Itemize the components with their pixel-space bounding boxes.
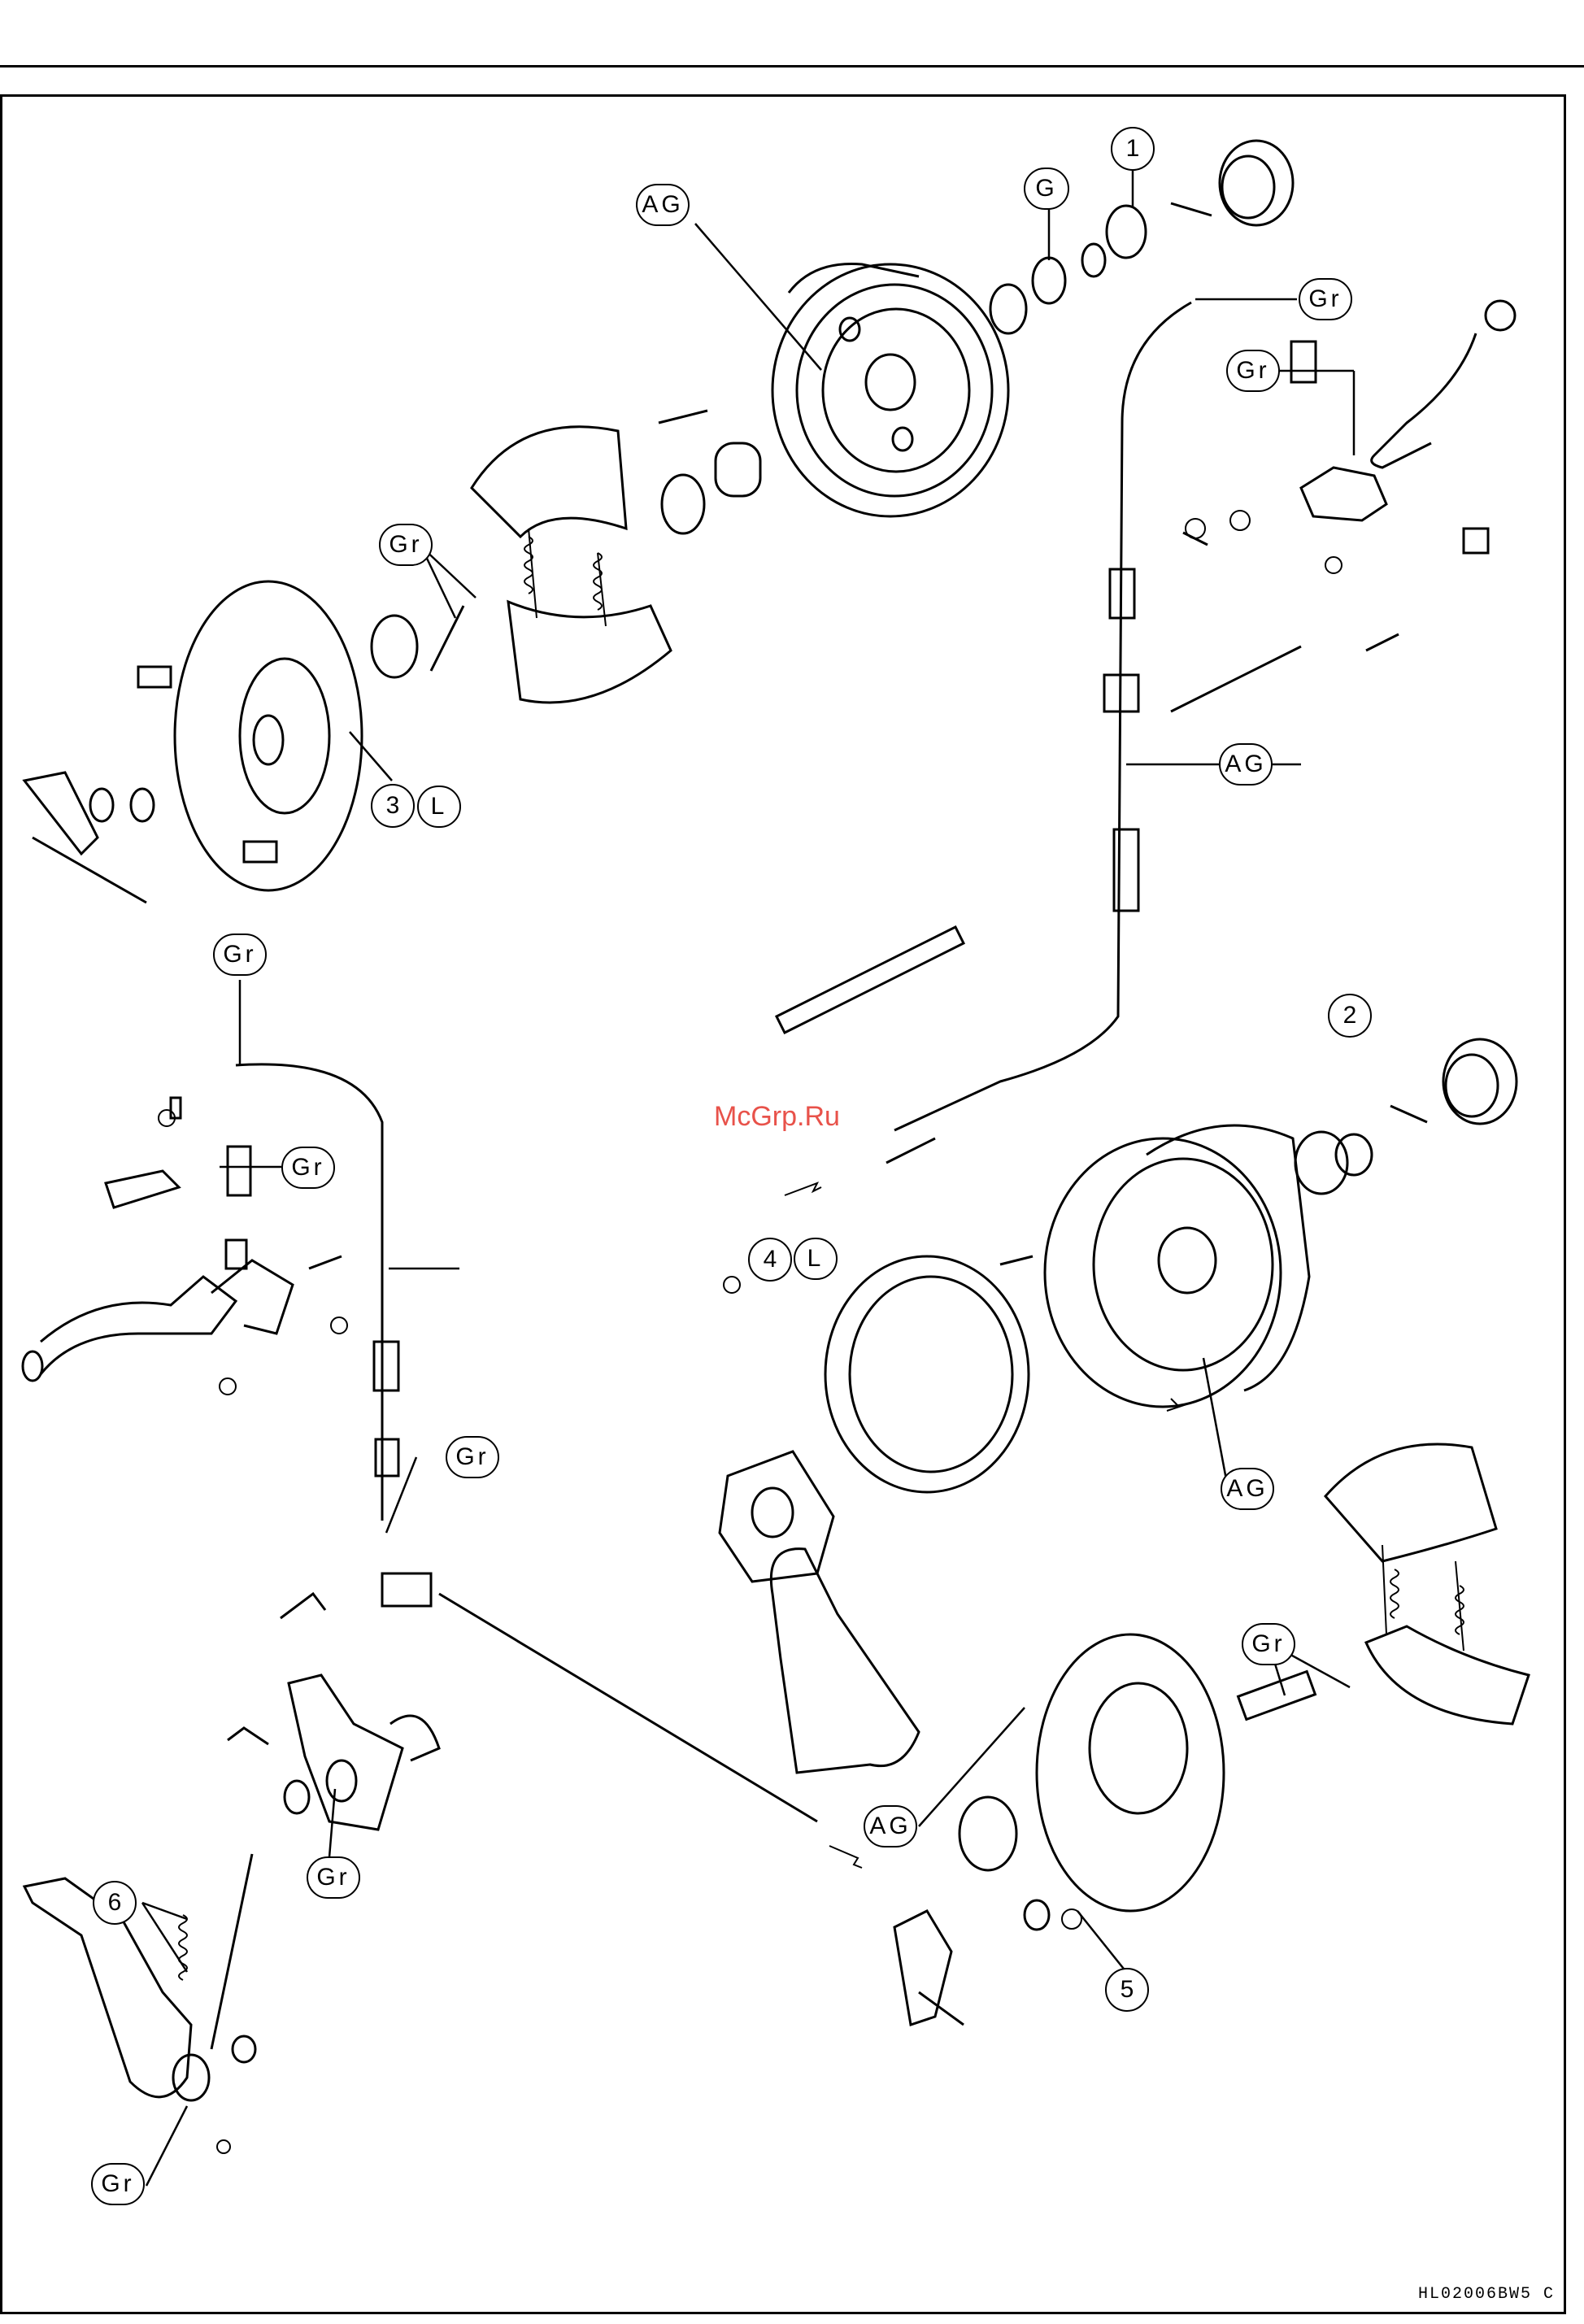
rear-cable-assembly bbox=[23, 1064, 817, 1821]
fasteners bbox=[159, 511, 1342, 2153]
front-brake-panel bbox=[24, 581, 463, 903]
callout-number-5: 5 bbox=[1105, 1968, 1149, 2012]
rear-seal-ring bbox=[720, 1256, 1029, 1582]
callout-l-rear-panel: L bbox=[794, 1238, 838, 1280]
front-cable-assembly bbox=[777, 301, 1515, 1163]
callout-gr-front-cable-top: Gr bbox=[1299, 278, 1352, 320]
watermark: McGrp.Ru bbox=[714, 1101, 840, 1133]
callout-gr-front-lever-bolt: Gr bbox=[1226, 350, 1280, 392]
callout-ag-rear-drum: AG bbox=[1221, 1468, 1274, 1510]
rear-brake-drum bbox=[1000, 1039, 1517, 1407]
callout-g: G bbox=[1024, 168, 1069, 210]
rear-brake-panel bbox=[771, 1549, 1224, 2025]
callout-l-front-panel: L bbox=[417, 786, 461, 828]
callout-number-2: 2 bbox=[1328, 994, 1372, 1038]
callout-ag-front-drum: AG bbox=[636, 184, 690, 226]
callout-number-1: 1 bbox=[1111, 127, 1155, 171]
callout-number-4: 4 bbox=[748, 1238, 792, 1282]
callout-gr-rear-lever-bolt: Gr bbox=[281, 1147, 335, 1189]
callout-gr-pedal-arm: Gr bbox=[307, 1856, 360, 1899]
callout-gr-pedal-pivot: Gr bbox=[91, 2163, 145, 2205]
figure-code: HL02006BW5 C bbox=[1418, 2285, 1555, 2304]
callout-ag-o-ring: AG bbox=[864, 1805, 917, 1847]
brake-pedal-assembly bbox=[24, 1594, 439, 2100]
callout-gr-rear-cable-top: Gr bbox=[213, 934, 267, 976]
front-brake-drum bbox=[772, 263, 1008, 516]
callout-number-3: 3 bbox=[371, 784, 415, 828]
callout-ag-front-cable: AG bbox=[1219, 743, 1273, 786]
front-brake-shoes bbox=[472, 427, 671, 703]
callout-gr-rear-cable-end: Gr bbox=[446, 1436, 499, 1478]
callout-number-6: 6 bbox=[93, 1881, 137, 1925]
front-hub-parts bbox=[659, 141, 1293, 533]
callout-gr-rear-camshaft: Gr bbox=[1242, 1623, 1295, 1665]
callout-gr-front-camshaft: Gr bbox=[379, 524, 433, 566]
